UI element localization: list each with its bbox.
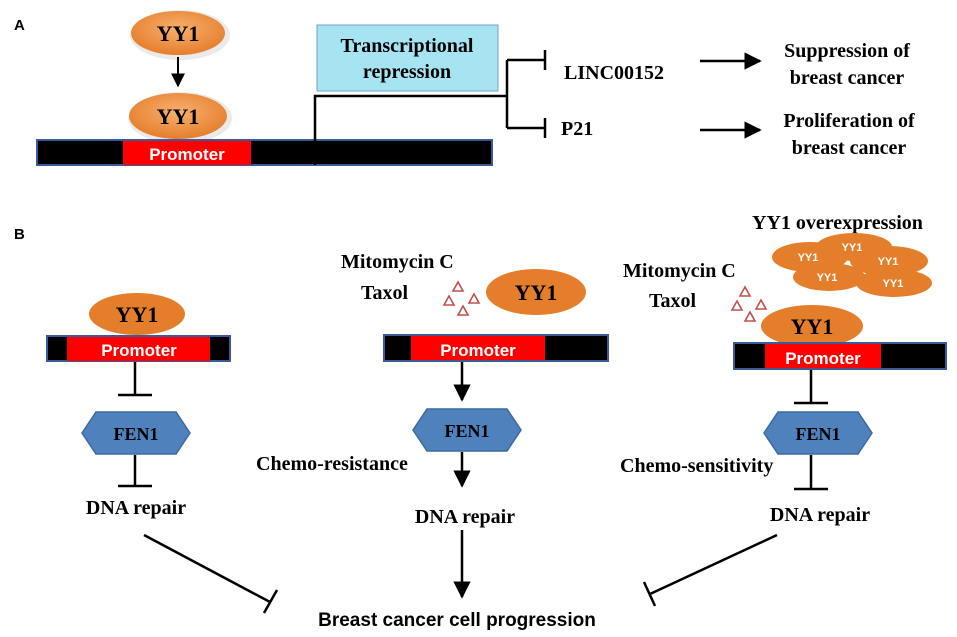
right-inhibit-promoter-fen1 xyxy=(794,370,828,405)
right-promoter-box xyxy=(765,344,881,368)
right-dna-repair: DNA repair xyxy=(770,504,870,526)
middle-yy1-label: YY1 xyxy=(515,280,558,305)
outcome-proliferation-line2: breast cancer xyxy=(792,137,907,159)
cluster-yy1-5: YY1 xyxy=(883,278,904,290)
left-fen1-hexagon xyxy=(81,411,191,455)
outcome-suppression-line1: Suppression of xyxy=(784,40,910,62)
right-drug-triangles xyxy=(730,285,768,322)
left-fen1-label: FEN1 xyxy=(114,424,159,444)
target-linc00152: LINC00152 xyxy=(564,62,664,84)
right-yy1-label: YY1 xyxy=(791,314,834,339)
repression-box xyxy=(316,24,499,92)
middle-drug-mitomycin: Mitomycin C xyxy=(341,251,454,273)
right-fen1-hexagon xyxy=(763,411,873,455)
yy1-bound-label: YY1 xyxy=(157,104,200,129)
breast-cancer-progression: Breast cancer cell progression xyxy=(318,610,596,631)
middle-promoter-label: Promoter xyxy=(440,341,516,360)
right-chemo-sensitivity: Chemo-sensitivity xyxy=(620,455,773,477)
cluster-yy1-4: YY1 xyxy=(817,272,838,284)
right-overexpression-label: YY1 overexpression xyxy=(752,212,923,234)
left-dna-repair: DNA repair xyxy=(86,497,186,519)
dna-bar-a xyxy=(36,139,493,166)
promoter-label-a: Promoter xyxy=(149,145,225,164)
cluster-yy1-1: YY1 xyxy=(842,242,863,254)
middle-yy1-ellipse xyxy=(486,269,586,315)
middle-dna-repair: DNA repair xyxy=(415,506,515,528)
left-promoter-label: Promoter xyxy=(101,341,177,360)
middle-fen1-label: FEN1 xyxy=(445,421,490,441)
promoter-box-a xyxy=(123,141,251,165)
cluster-yy1-3: YY1 xyxy=(878,256,899,268)
left-inhibit-fen1-repair xyxy=(118,455,152,488)
left-yy1-ellipse xyxy=(89,293,185,335)
middle-fen1-hexagon xyxy=(412,408,522,452)
target-p21: P21 xyxy=(561,118,593,140)
repression-line2: repression xyxy=(363,61,451,83)
right-yy1-cluster: YY1 YY1 YY1 YY1 YY1 xyxy=(772,233,932,297)
right-promoter-label: Promoter xyxy=(785,349,861,368)
right-yy1-ellipse xyxy=(761,305,863,347)
left-inhibit-progression xyxy=(143,533,279,614)
left-yy1-label: YY1 xyxy=(116,302,159,327)
middle-promoter-box xyxy=(411,336,545,360)
outcome-suppression-line2: breast cancer xyxy=(790,67,905,89)
middle-drug-taxol: Taxol xyxy=(361,282,409,304)
left-inhibit-promoter-fen1 xyxy=(118,362,152,397)
yy1-free-ellipse: YY1 xyxy=(130,10,230,60)
yy1-bound-ellipse: YY1 xyxy=(128,92,232,144)
right-drug-taxol: Taxol xyxy=(649,290,697,312)
right-fen1-label: FEN1 xyxy=(796,424,841,444)
middle-chemo-resistance: Chemo-resistance xyxy=(256,453,408,475)
panel-b-label: B xyxy=(14,226,25,243)
cluster-yy1-2: YY1 xyxy=(798,252,819,264)
right-drug-mitomycin: Mitomycin C xyxy=(623,260,736,282)
right-inhibit-fen1-repair xyxy=(794,455,828,491)
panel-a-label: A xyxy=(14,17,25,34)
repression-line1: Transcriptional xyxy=(341,35,474,57)
right-inhibit-progression xyxy=(642,533,778,607)
left-promoter-box xyxy=(67,337,210,361)
yy1-free-label: YY1 xyxy=(157,21,200,46)
repression-connector xyxy=(313,50,547,165)
middle-drug-triangles xyxy=(442,280,481,316)
outcome-proliferation-line1: Proliferation of xyxy=(783,110,915,132)
